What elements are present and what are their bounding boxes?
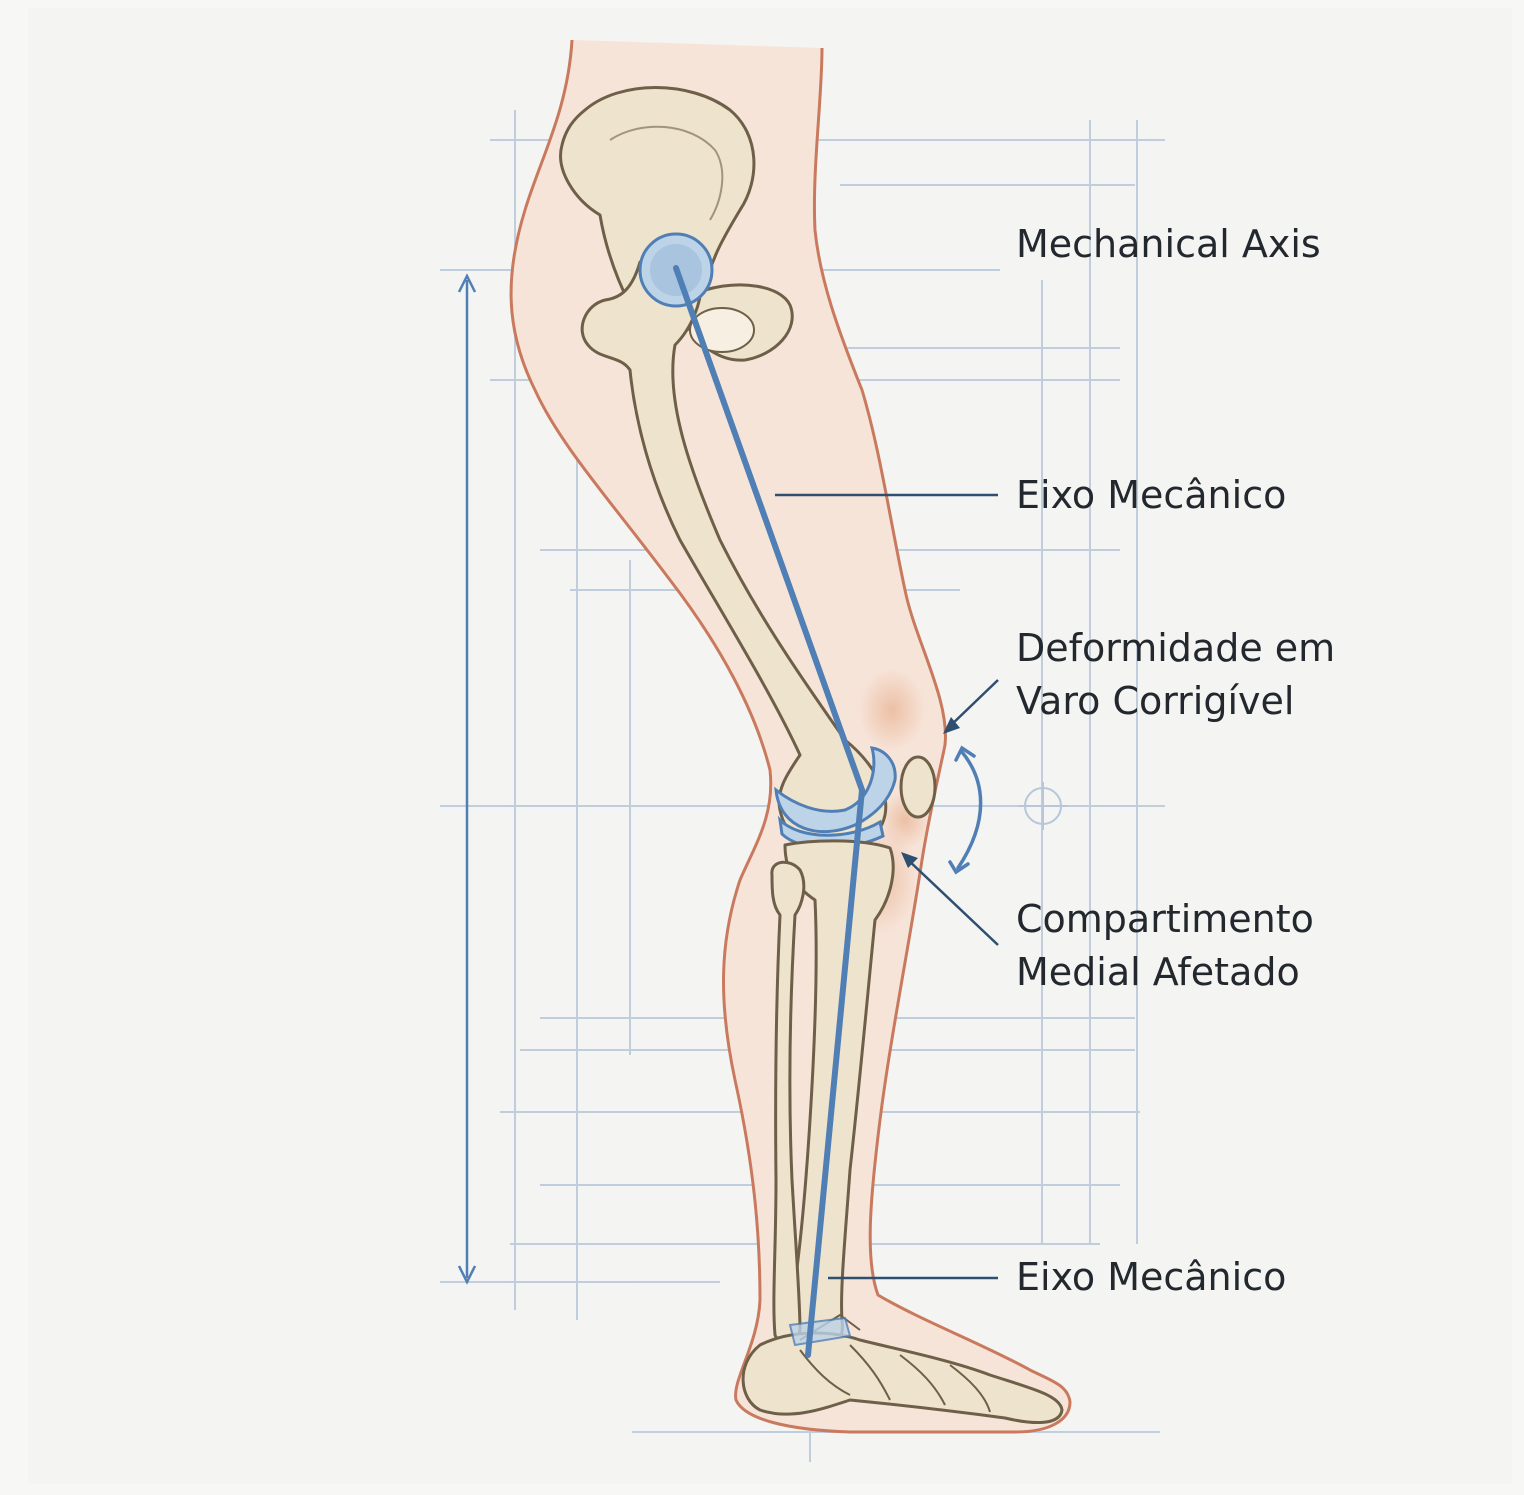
varus-label-line-2: Varo Corrigível — [1016, 675, 1335, 728]
varus-label-line-1: Deformidade em — [1016, 622, 1335, 675]
varus-deformity-label: Deformidade em Varo Corrigível — [1016, 622, 1335, 728]
eixo-mecanico-lower-label: Eixo Mecânico — [1016, 1251, 1286, 1304]
medial-compartment-label: Compartimento Medial Afetado — [1016, 893, 1314, 999]
medial-label-line-1: Compartimento — [1016, 893, 1314, 946]
mechanical-axis-label: Mechanical Axis — [1016, 218, 1321, 271]
patella-bone — [901, 757, 935, 817]
inflammation-upper — [858, 668, 926, 752]
eixo-mecanico-upper-label: Eixo Mecânico — [1016, 469, 1286, 522]
medial-label-line-2: Medial Afetado — [1016, 946, 1314, 999]
